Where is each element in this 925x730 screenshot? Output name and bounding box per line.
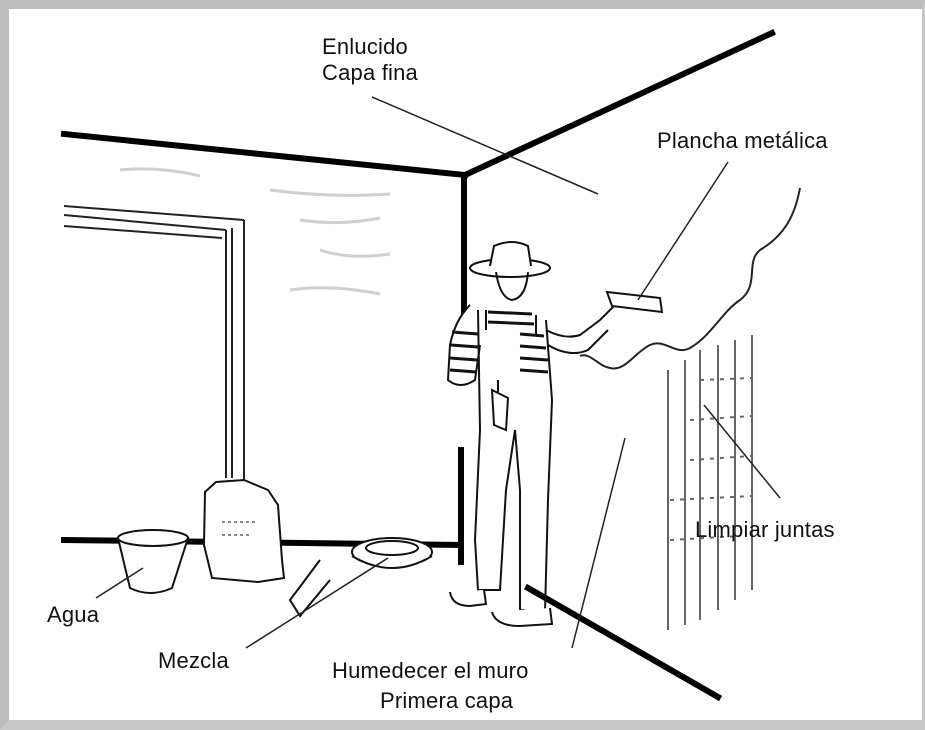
wall-texture	[120, 169, 390, 294]
label-agua: Agua	[47, 602, 99, 628]
label-humedecer-el-muro: Humedecer el muro	[332, 658, 529, 684]
floor-edge-right	[528, 588, 718, 697]
mortar-pan	[290, 538, 432, 616]
leader-lines	[96, 97, 780, 648]
worker-figure	[448, 242, 662, 626]
leader-enlucido	[372, 97, 598, 194]
label-primera-capa: Primera capa	[380, 688, 513, 714]
leader-humedecer	[572, 438, 625, 648]
label-limpiar-juntas: Limpiar juntas	[695, 517, 835, 543]
water-bucket	[118, 530, 188, 593]
plaster-edge	[580, 188, 800, 369]
leader-plancha	[638, 162, 728, 300]
label-plancha-metalica: Plancha metálica	[657, 128, 828, 154]
leader-limpiar	[704, 405, 780, 498]
brick-joints	[668, 335, 752, 630]
label-enlucido: Enlucido	[322, 34, 408, 60]
cement-bag	[204, 480, 284, 582]
label-capa-fina: Capa fina	[322, 60, 418, 86]
label-mezcla: Mezcla	[158, 648, 229, 674]
door-frame	[64, 206, 244, 480]
